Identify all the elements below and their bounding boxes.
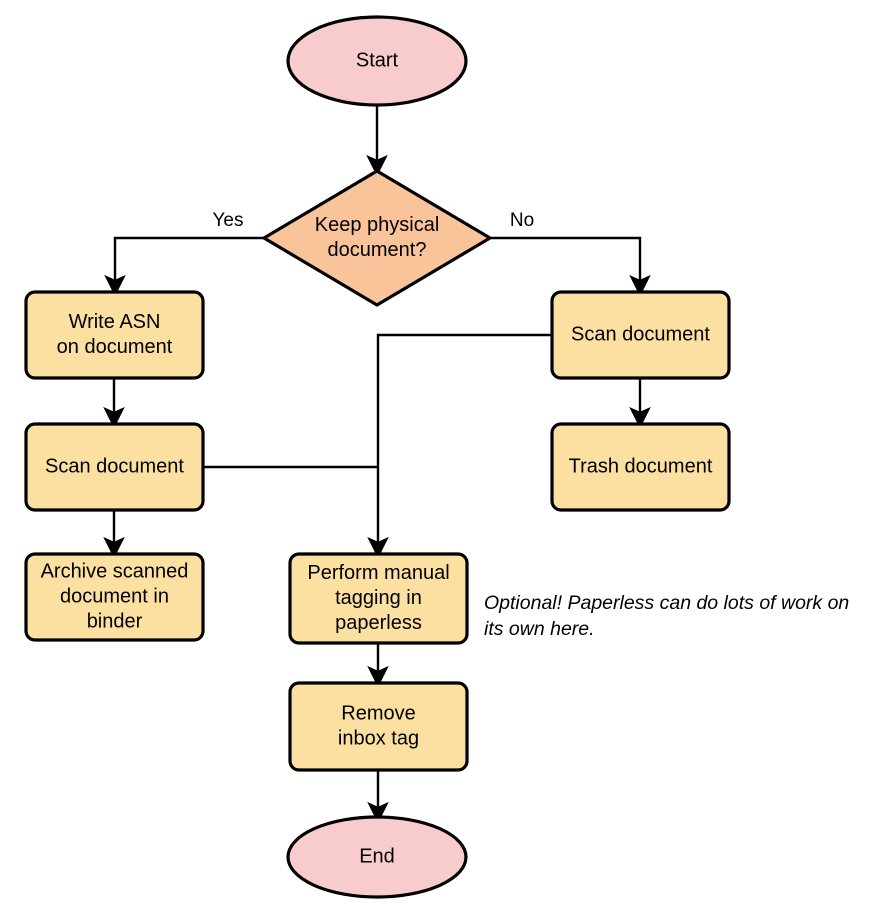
edge-line	[104, 236, 264, 297]
edge-label-yes: Yes	[213, 210, 244, 231]
node-keep-physical[interactable]: Keep physical document?	[262, 169, 492, 307]
node-label: inbox tag	[338, 727, 419, 749]
node-trash-document[interactable]: Trash document	[550, 422, 731, 512]
node-label: on document	[57, 336, 173, 358]
terminator-shape	[286, 815, 468, 899]
annotation-optional-note: Optional! Paperless can do lots of work …	[484, 592, 849, 640]
node-manual-tagging[interactable]: Perform manual tagging in paperless	[288, 552, 469, 645]
process-shape	[24, 422, 205, 512]
process-shape	[24, 552, 205, 642]
node-label: Scan document	[45, 455, 184, 477]
process-shape	[288, 552, 469, 645]
node-label: Scan document	[571, 323, 710, 345]
process-shape	[550, 422, 731, 512]
edge-scan-right-to-manual-tagging	[367, 333, 552, 559]
decision-shape	[262, 169, 492, 307]
node-scan-document-right[interactable]: Scan document	[550, 290, 731, 380]
node-label: Write ASN	[69, 311, 161, 333]
node-archive-binder[interactable]: Archive scanned document in binder	[24, 552, 205, 642]
node-scan-document-left[interactable]: Scan document	[24, 422, 205, 512]
node-label: Perform manual	[307, 562, 449, 584]
node-remove-inbox-tag[interactable]: Remove inbox tag	[288, 681, 469, 772]
node-label: Remove	[341, 702, 415, 724]
edge-line	[491, 236, 651, 297]
edges-layer: Yes No	[103, 106, 651, 824]
node-start[interactable]: Start	[286, 15, 468, 107]
node-label: Start	[356, 49, 399, 71]
node-label: Keep physical	[315, 214, 440, 236]
annotations-layer: Optional! Paperless can do lots of work …	[484, 592, 849, 640]
node-label: document in	[60, 585, 169, 607]
node-label: paperless	[335, 612, 422, 634]
node-label: binder	[87, 610, 143, 632]
process-shape	[550, 290, 731, 380]
annotation-line: Optional! Paperless can do lots of work …	[484, 592, 849, 614]
edge-line	[367, 333, 552, 559]
edge-decision-yes-to-write-asn: Yes	[104, 210, 264, 297]
node-label: tagging in	[335, 587, 422, 609]
process-shape	[24, 290, 205, 380]
edge-decision-no-to-scan-right: No	[491, 210, 651, 297]
process-shape	[288, 681, 469, 772]
edge-label-no: No	[510, 210, 534, 231]
node-label: document?	[328, 239, 427, 261]
node-label: Archive scanned	[41, 560, 189, 582]
annotation-line: its own here.	[484, 618, 595, 640]
terminator-shape	[286, 15, 468, 107]
node-label: End	[359, 845, 395, 867]
node-write-asn[interactable]: Write ASN on document	[24, 290, 205, 380]
node-label: Trash document	[569, 455, 713, 477]
node-end[interactable]: End	[286, 815, 468, 899]
